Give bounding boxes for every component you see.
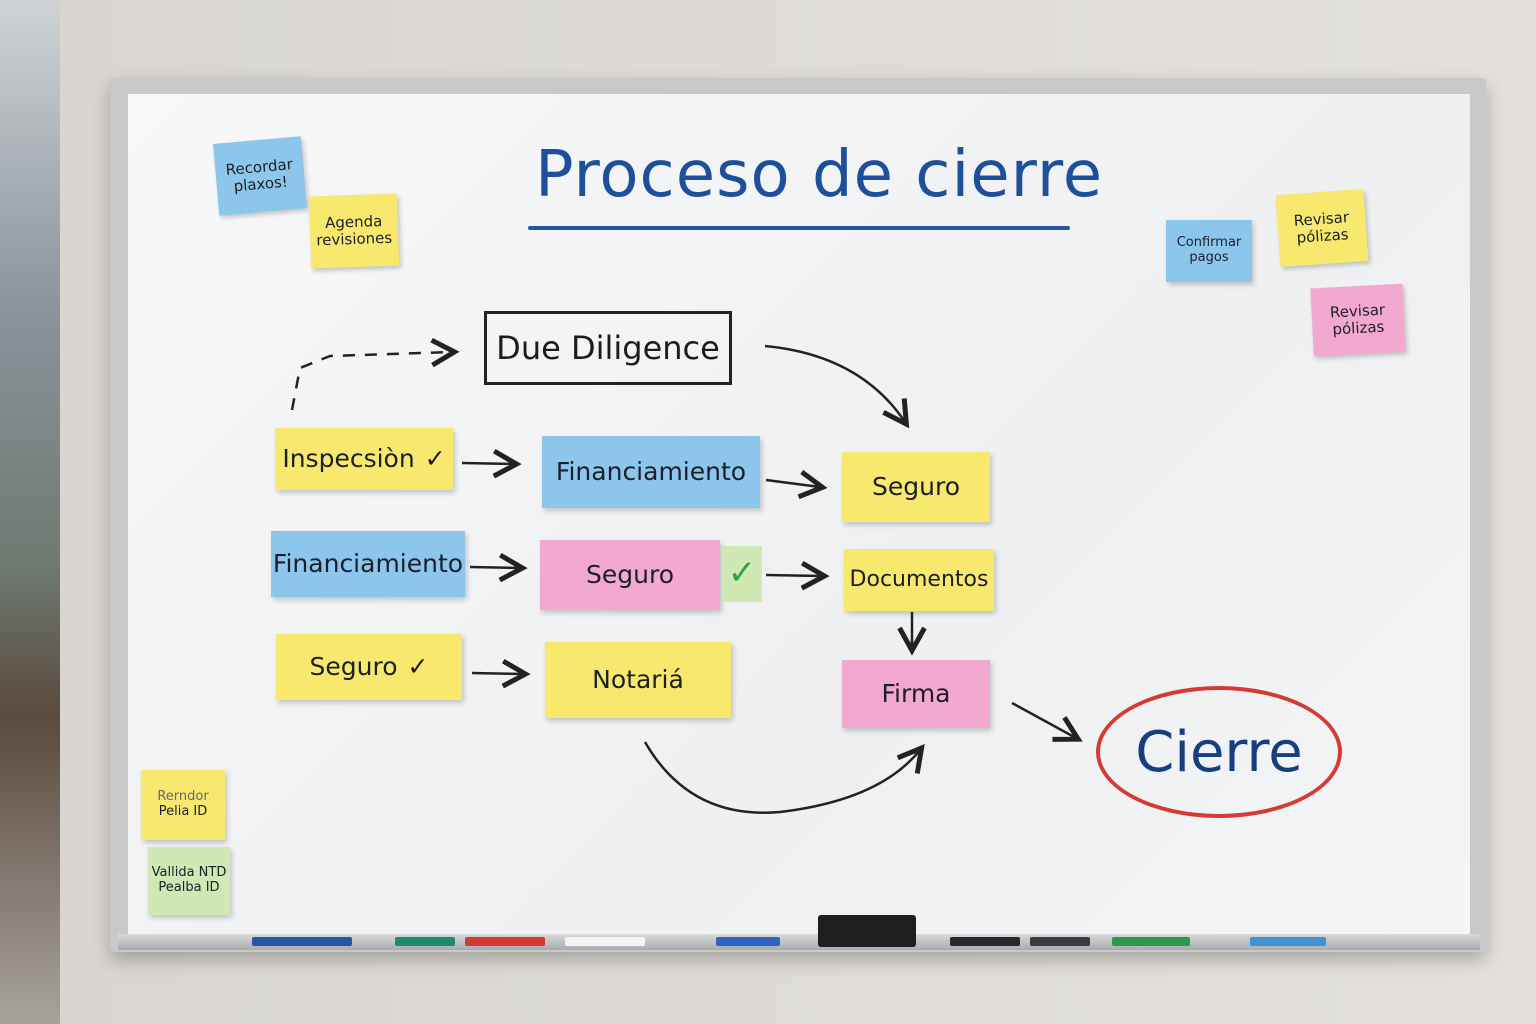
marker-green-2[interactable] [1112,937,1190,946]
step-documentos: Documentos [844,549,994,611]
step-financiamiento-2: Financiamiento [271,531,465,597]
cierre-circle: Cierre [1096,686,1342,818]
note-line: Pelia ID [158,804,208,819]
step-firma: Firma [842,660,990,728]
title-underline [528,226,1070,230]
arrow [471,673,523,674]
sticky-note-confirmar: Confirmar pagos [1166,220,1252,282]
arrow [469,567,520,568]
marker-lightblue[interactable] [1250,937,1326,946]
due-diligence-box: Due Diligence [484,311,732,385]
step-seguro-2: Seguro [540,540,720,610]
arrow [461,463,514,464]
step-notaria: Notariá [545,642,731,718]
marker-red[interactable] [465,937,545,946]
board-title: Proceso de cierre [535,138,1104,212]
arrow [643,741,920,814]
step-label: Inspecsiòn [282,443,415,473]
background-office [0,0,60,1024]
step-seguro-3: Seguro ✓ [276,634,462,700]
step-seguro: Seguro [842,452,990,522]
eraser[interactable] [818,915,916,947]
step-financiamiento: Financiamiento [542,436,760,508]
marker-black[interactable] [950,937,1020,946]
marker-green[interactable] [395,937,455,946]
arrow [765,575,822,576]
check-icon: ✓ [407,651,429,681]
arrow [765,480,820,487]
marker-black-2[interactable] [1030,937,1090,946]
arrow [764,344,905,422]
step-label: Seguro [309,651,398,681]
note-line: Pealba ID [158,880,220,895]
check-icon-green: ✓ [722,546,762,602]
marker-white[interactable] [565,937,645,946]
marker-blue[interactable] [252,937,352,946]
arrow-dashed [290,352,452,411]
note-line: Rerndor [157,789,209,805]
arrow [1011,701,1076,738]
step-inspeccion: Inspecsiòn ✓ [275,428,453,490]
marker-blue-2[interactable] [716,937,780,946]
check-icon: ✓ [424,443,446,473]
note-line: Vallida NTD [151,865,227,881]
